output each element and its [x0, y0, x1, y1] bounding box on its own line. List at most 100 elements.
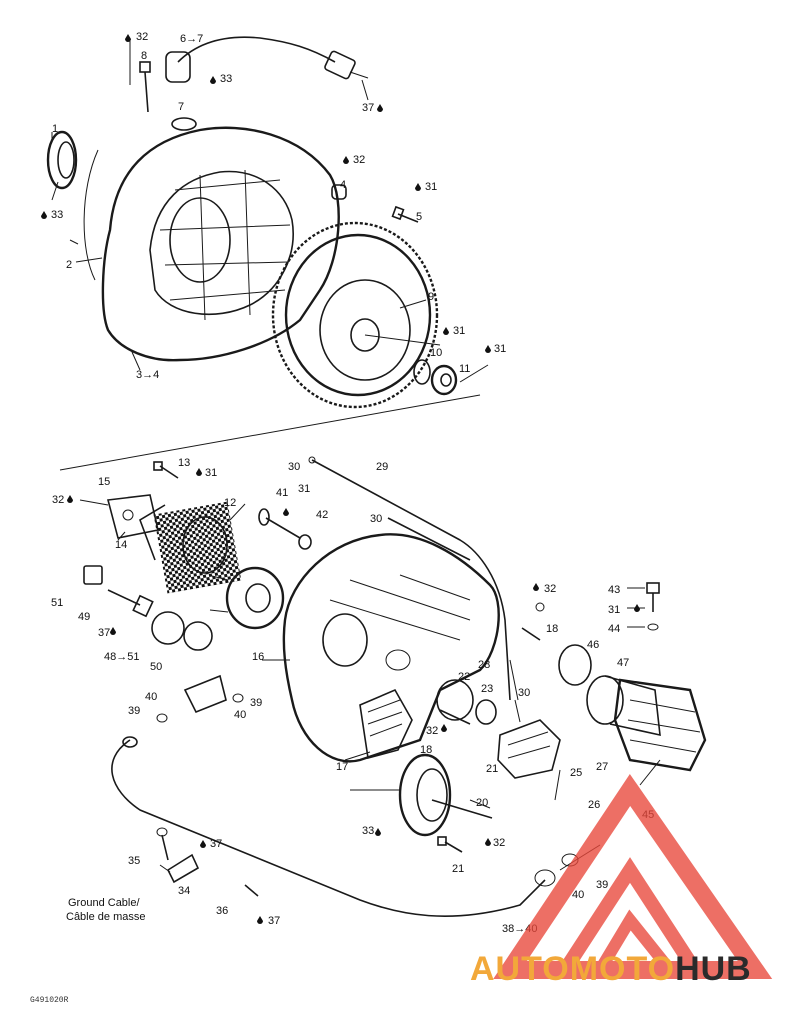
- callout-21: 21: [486, 763, 498, 775]
- callout-29: 29: [376, 461, 388, 473]
- callout-48-51: 48→51: [104, 651, 139, 663]
- callout-11: 11: [459, 363, 470, 375]
- callout-26: 26: [588, 799, 600, 811]
- bracket-34: [156, 827, 259, 897]
- callout-1: 1: [52, 123, 58, 135]
- callout-13: 13: [178, 457, 190, 469]
- callout-16: 16: [252, 651, 264, 663]
- stator-12: [139, 501, 242, 594]
- callout-7: 7: [178, 101, 184, 113]
- callout-12: 12: [224, 497, 236, 509]
- screw-21-lower: [437, 836, 463, 853]
- bracket-14: [106, 494, 159, 539]
- callout-47: 47: [617, 657, 629, 669]
- callout-37: 37: [362, 102, 374, 114]
- callout-6-7: 6→7: [180, 33, 203, 45]
- callout-49: 49: [78, 611, 90, 623]
- drawing-code: G491020R: [30, 996, 69, 1005]
- callout-4: 4: [340, 179, 346, 191]
- callout-50: 50: [150, 661, 162, 673]
- sleeve-4: [331, 184, 347, 200]
- callout-39: 39: [596, 879, 608, 891]
- watermark-logo: [493, 774, 773, 979]
- callout-28: 28: [478, 659, 490, 671]
- callout-51: 51: [51, 597, 63, 609]
- pump-cover-18: [398, 753, 493, 837]
- callout-25: 25: [570, 767, 582, 779]
- ring-23: [475, 699, 497, 725]
- callout-33: 33: [362, 825, 374, 837]
- callout-32: 32: [493, 837, 505, 849]
- callout-27: 27: [596, 761, 608, 773]
- callout-9: 9: [428, 291, 434, 303]
- torque-drop-icons: [41, 34, 640, 924]
- callout-37: 37: [268, 915, 280, 927]
- callout-34: 34: [178, 885, 190, 897]
- bracket-39-40: [156, 674, 244, 723]
- callout-41: 41: [276, 487, 288, 499]
- callout-33: 33: [51, 209, 63, 221]
- callout-32: 32: [136, 31, 148, 43]
- callout-31: 31: [425, 181, 437, 193]
- callout-36: 36: [216, 905, 228, 917]
- watermark-text: AUTOMOTOHUB: [470, 950, 800, 989]
- callout-17: 17: [336, 761, 348, 773]
- seal-1: [46, 130, 78, 190]
- watermark-triangle-icon: [493, 774, 773, 979]
- sensor-cable: [165, 36, 369, 101]
- watermark-text-part1: AUTOMOTO: [470, 950, 676, 988]
- callout-3-4: 3→4: [136, 369, 159, 381]
- washer-10: [413, 359, 431, 385]
- callout-31: 31: [205, 467, 217, 479]
- gasket-46: [558, 644, 592, 686]
- flywheel-9: [271, 221, 441, 409]
- bolt-8: [129, 40, 151, 113]
- callout-40: 40: [145, 691, 157, 703]
- callout-23: 23: [481, 683, 493, 695]
- callout-18: 18: [420, 744, 432, 756]
- callout-40: 40: [234, 709, 246, 721]
- callout-15: 15: [98, 476, 110, 488]
- callout-31: 31: [494, 343, 506, 355]
- callout-30: 30: [370, 513, 382, 525]
- callout-32: 32: [426, 725, 438, 737]
- leader-lines: [51, 181, 661, 873]
- ground-cable-label-fr: Câble de masse: [66, 911, 146, 923]
- callout-43: 43: [608, 584, 620, 596]
- callout-44: 44: [608, 623, 620, 635]
- rod-29: [308, 456, 511, 701]
- bolt-41: [258, 508, 301, 539]
- callout-labels: 32 6→7 8 33 7 37 1 33 32 4 31 5 2 9 31 3…: [51, 31, 654, 935]
- nut-11: [430, 364, 458, 396]
- magneto-housing-2: [69, 126, 340, 362]
- callout-5: 5: [416, 211, 422, 223]
- screw-18-upper: [521, 602, 545, 641]
- screw-13: [153, 461, 179, 479]
- callout-35: 35: [128, 855, 140, 867]
- gear-22: [436, 679, 474, 725]
- ground-cable-label-en: Ground Cable/: [68, 897, 140, 909]
- o-ring-7: [171, 117, 197, 131]
- callout-31: 31: [298, 483, 310, 495]
- callout-31: 31: [608, 604, 620, 616]
- callout-2: 2: [66, 259, 72, 271]
- bolt-43: [646, 582, 660, 631]
- sensor-49: [107, 589, 154, 618]
- callout-32: 32: [544, 583, 556, 595]
- connector-51: [83, 565, 103, 585]
- watermark-text-part2: HUB: [675, 950, 752, 988]
- callout-39: 39: [128, 705, 140, 717]
- callout-39: 39: [250, 697, 262, 709]
- callout-42: 42: [316, 509, 328, 521]
- callout-46: 46: [587, 639, 599, 651]
- callout-32: 32: [52, 494, 64, 506]
- housing-50: [151, 611, 213, 651]
- callout-32: 32: [353, 154, 365, 166]
- callout-18: 18: [546, 623, 558, 635]
- callout-21: 21: [452, 863, 464, 875]
- crankcase-cover-16: [282, 533, 500, 763]
- callout-37: 37: [210, 838, 222, 850]
- callout-22: 22: [458, 671, 470, 683]
- hose-45: [613, 678, 707, 772]
